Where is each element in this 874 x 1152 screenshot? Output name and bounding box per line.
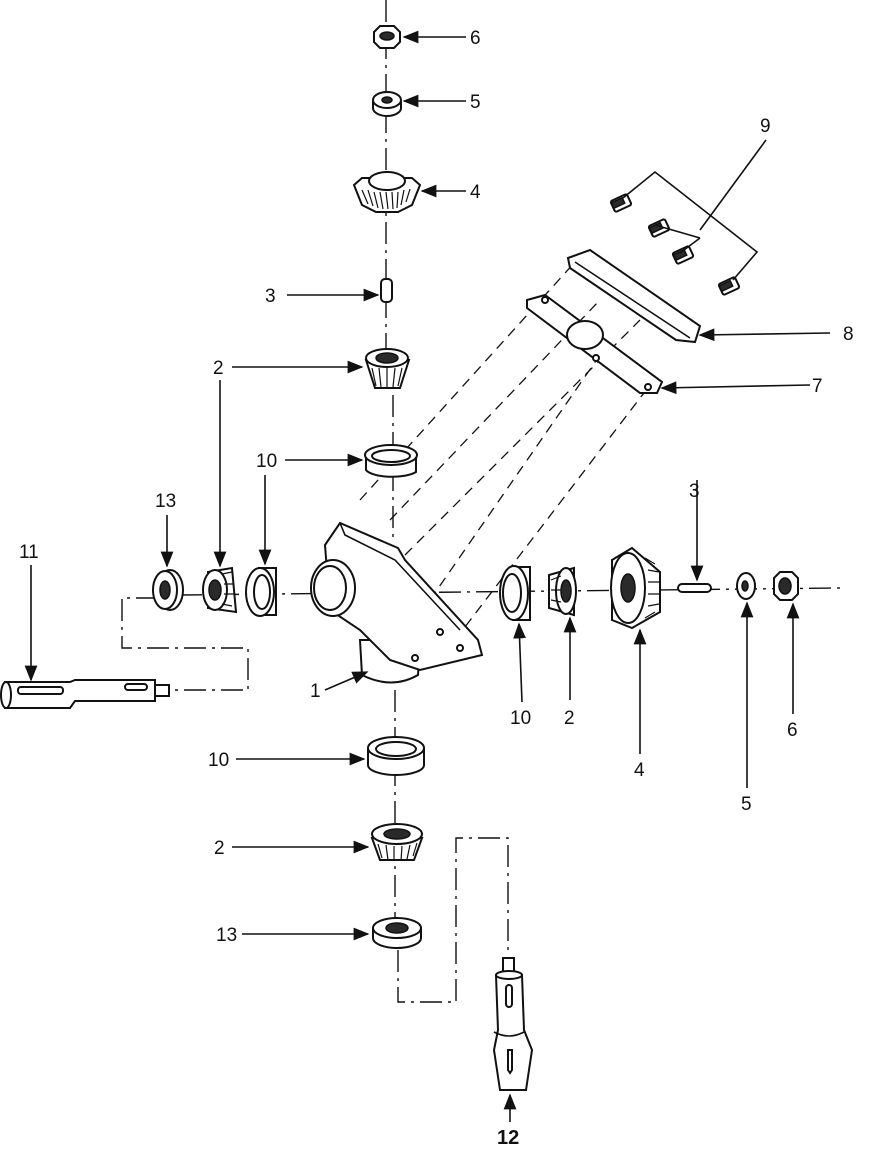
right-pin — [677, 583, 712, 593]
callout-label: 2 — [214, 838, 225, 859]
top-nut — [373, 25, 401, 49]
leader-line — [660, 381, 811, 395]
gearbox-housing — [310, 521, 484, 684]
bolt-bracket — [622, 170, 759, 281]
right-bevel-gear — [610, 546, 661, 630]
callout-label: 10 — [510, 708, 531, 729]
input-shaft-axis — [121, 597, 249, 691]
leader-line — [513, 622, 526, 703]
left-bearing-cup — [245, 567, 277, 617]
input-shaft — [0, 679, 170, 709]
callout-label: 4 — [470, 182, 481, 203]
callout-label: 13 — [155, 491, 176, 512]
align-line — [454, 384, 651, 641]
callout-label: 2 — [564, 708, 575, 729]
callout-label: 11 — [19, 542, 39, 563]
output-shaft-axis — [397, 837, 509, 1003]
cover-plate — [566, 248, 702, 344]
top-bearing-cup — [364, 444, 418, 478]
callout-label: 4 — [634, 760, 645, 781]
callout-label: 3 — [265, 286, 276, 307]
gasket — [526, 293, 664, 394]
leader-line — [324, 671, 369, 691]
right-nut — [773, 571, 799, 601]
output-shaft — [492, 957, 534, 1091]
bottom-bearing-cone — [370, 823, 424, 862]
leader-line — [699, 139, 767, 231]
leader-line — [698, 328, 831, 342]
top-pin — [380, 278, 393, 303]
leader-line — [654, 224, 701, 239]
callout-label: 5 — [741, 794, 752, 815]
right-washer — [736, 572, 756, 600]
callout-label: 10 — [208, 750, 229, 771]
bolts — [609, 193, 741, 296]
callout-label: 7 — [812, 376, 823, 397]
callout-label: 5 — [470, 92, 481, 113]
bottom-bearing-cup — [367, 736, 425, 776]
callout-label: 3 — [689, 481, 700, 502]
callout-label: 6 — [470, 28, 481, 49]
bottom-seal — [372, 917, 422, 949]
callout-label: 1 — [310, 681, 321, 702]
callout-label: 13 — [216, 925, 237, 946]
left-seal — [152, 569, 184, 611]
callout-label: 6 — [787, 720, 798, 741]
top-bevel-gear — [352, 171, 422, 213]
left-bearing-cone — [202, 566, 238, 614]
callout-label: 2 — [213, 358, 224, 379]
right-bearing-cup — [499, 565, 531, 621]
callout-label: 12 — [497, 1127, 519, 1149]
top-bearing-cone — [364, 348, 411, 389]
top-washer — [372, 91, 402, 117]
right-bearing-cone — [548, 566, 577, 617]
callout-label: 10 — [256, 451, 277, 472]
callout-label: 8 — [843, 324, 854, 345]
leader-line — [679, 237, 701, 254]
align-line — [429, 354, 601, 601]
callout-label: 9 — [760, 116, 771, 137]
